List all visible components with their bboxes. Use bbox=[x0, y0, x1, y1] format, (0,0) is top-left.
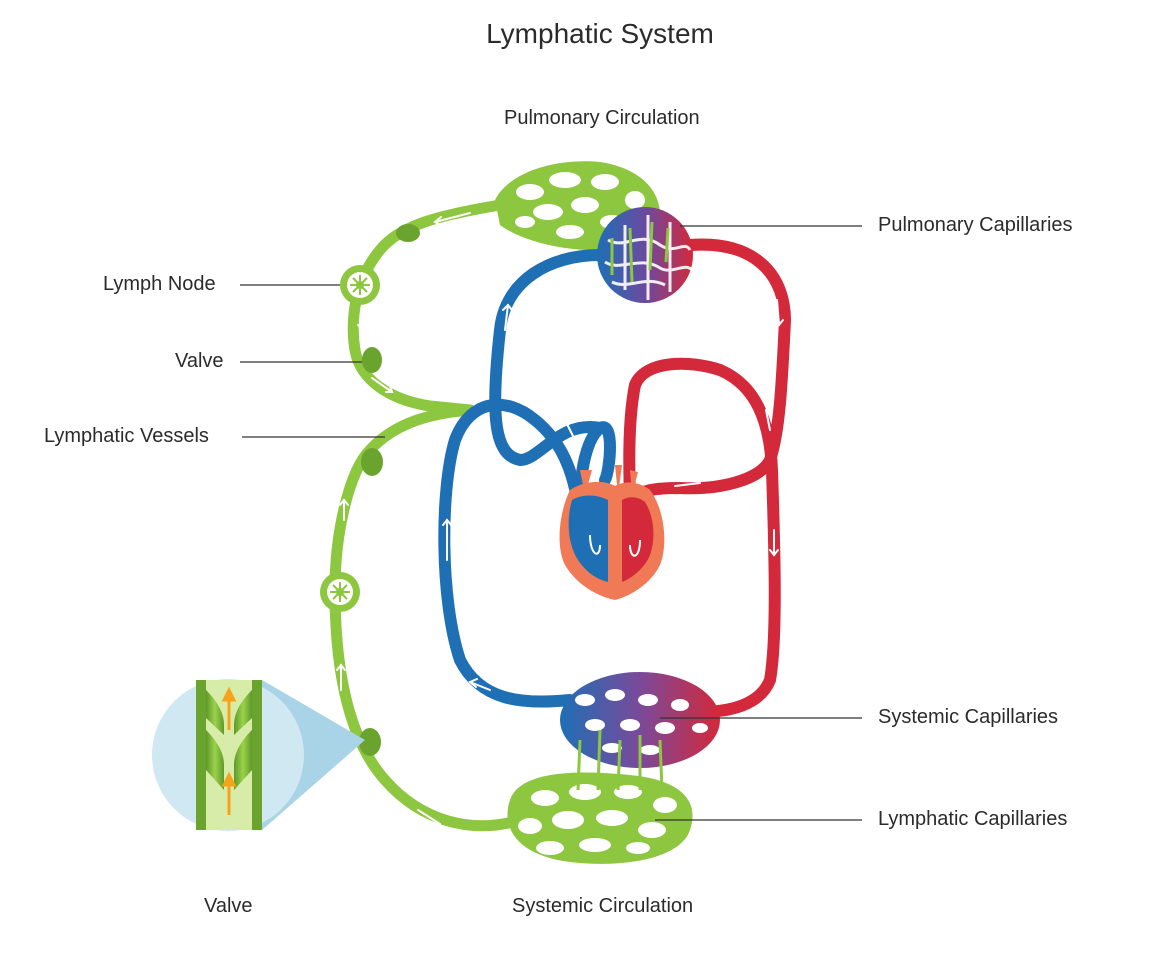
valve-lower bbox=[359, 728, 381, 756]
valve-upper bbox=[396, 224, 420, 242]
leader-lines bbox=[240, 225, 862, 821]
valve-middle bbox=[361, 448, 383, 476]
pulmonary-blood-capillary-bed bbox=[597, 207, 694, 303]
label-pulmonary-capillaries: Pulmonary Capillaries bbox=[878, 214, 1073, 236]
label-systemic-circulation: Systemic Circulation bbox=[512, 895, 694, 917]
pulmonary-artery-blue bbox=[489, 249, 616, 526]
label-systemic-capillaries: Systemic Capillaries bbox=[878, 706, 1059, 728]
label-lymphatic-capillaries: Lymphatic Capillaries bbox=[878, 808, 1068, 830]
blood-flow-arrows bbox=[442, 299, 784, 691]
label-lymphatic-vessels: Lymphatic Vessels bbox=[44, 425, 209, 447]
systemic-lymph-capillary-bed bbox=[507, 772, 693, 864]
label-pulmonary-circulation: Pulmonary Circulation bbox=[504, 107, 700, 129]
lymph-valves bbox=[359, 224, 420, 756]
blood-vessels bbox=[438, 238, 792, 718]
valve-inset bbox=[152, 679, 365, 831]
aorta-red bbox=[623, 357, 781, 718]
label-valve: Valve bbox=[175, 350, 224, 372]
diagram-title: Lymphatic System bbox=[486, 18, 714, 49]
label-lymph-node: Lymph Node bbox=[103, 273, 216, 295]
systemic-blood-capillary-bed bbox=[560, 672, 720, 791]
heart bbox=[559, 465, 665, 600]
label-valve-inset: Valve bbox=[204, 895, 253, 917]
pulmonary-lymph-capillary-bed bbox=[495, 161, 660, 250]
valve-left bbox=[362, 347, 382, 373]
lymph-node-upper bbox=[340, 265, 380, 305]
lymph-node-lower bbox=[320, 572, 360, 612]
